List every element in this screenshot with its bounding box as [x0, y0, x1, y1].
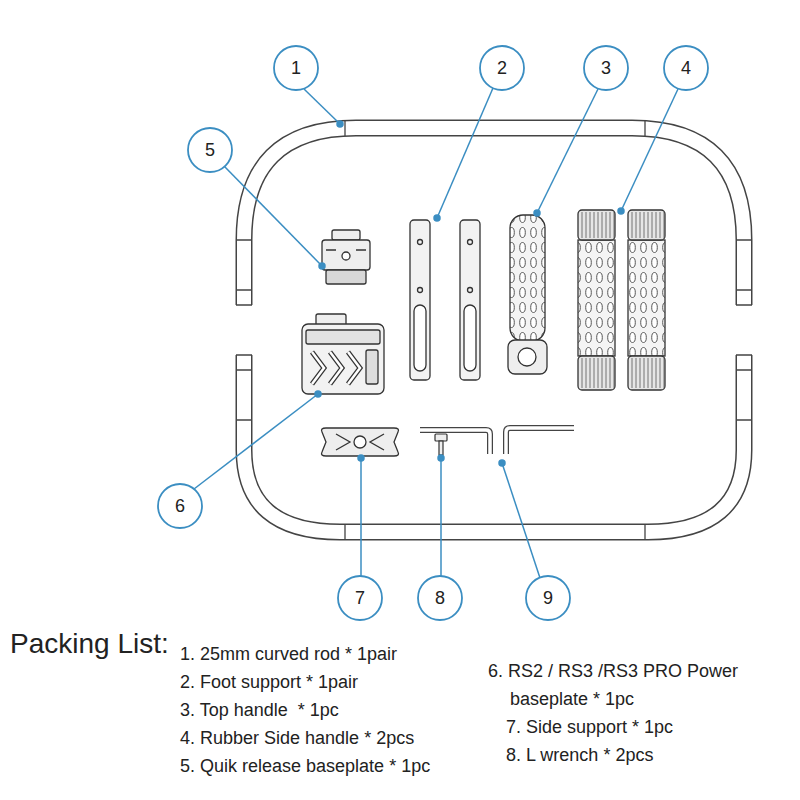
foot-support [410, 220, 480, 380]
callout-number: 6 [175, 496, 185, 517]
callout-number: 9 [543, 588, 553, 609]
top-handle [508, 215, 547, 374]
knurling [594, 212, 595, 238]
knurling [606, 358, 607, 388]
packing-list-item: 2. Foot support * 1pair [180, 668, 358, 696]
knurling [636, 212, 637, 238]
l-wrench [420, 428, 574, 454]
knurling [656, 358, 657, 388]
knurling [590, 358, 591, 388]
knurling [586, 358, 587, 388]
knurling [644, 358, 645, 388]
packing-list-item: 1. 25mm curved rod * 1pair [180, 640, 397, 668]
knurling [582, 212, 583, 238]
packing-list-item: 7. Side support * 1pc [506, 713, 673, 741]
knurling [632, 212, 633, 238]
packing-list-item: 3. Top handle * 1pc [180, 696, 339, 724]
knurling [640, 212, 641, 238]
side-handle [578, 210, 665, 390]
callout-number: 1 [291, 58, 301, 79]
callout-number: 8 [435, 588, 445, 609]
knurling [602, 212, 603, 238]
knurling [636, 358, 637, 388]
knurling [648, 212, 649, 238]
knurling [648, 358, 649, 388]
knurling [640, 358, 641, 388]
callout-number: 5 [205, 140, 215, 161]
knurling [664, 212, 665, 238]
knurling [632, 358, 633, 388]
curved-rod [236, 120, 752, 305]
knurling [614, 358, 615, 388]
knurling [590, 212, 591, 238]
packing-list-item: 4. Rubber Side handle * 2pcs [180, 724, 414, 752]
knurling [586, 212, 587, 238]
packing-list-item: 5. Quik release baseplate * 1pc [180, 752, 430, 780]
power-baseplate [302, 314, 384, 394]
callout-number: 4 [681, 58, 691, 79]
knurling [652, 212, 653, 238]
knurling [660, 358, 661, 388]
knurling [606, 212, 607, 238]
knurling [602, 358, 603, 388]
screw [435, 434, 447, 455]
knurling [660, 212, 661, 238]
knurling [664, 358, 665, 388]
packing-list-item: 6. RS2 / RS3 /RS3 PRO Power baseplate * … [488, 657, 796, 713]
knurling [598, 212, 599, 238]
knurling [644, 212, 645, 238]
side-support [322, 428, 399, 456]
knurling [594, 358, 595, 388]
callout-number: 3 [601, 58, 611, 79]
list-heading: Packing List: [10, 628, 169, 660]
knurling [582, 358, 583, 388]
callout-circle [158, 46, 708, 620]
knurling [652, 358, 653, 388]
callout-number: 2 [497, 58, 507, 79]
knurling [610, 212, 611, 238]
knurling [598, 358, 599, 388]
knurling [610, 358, 611, 388]
knurling [614, 212, 615, 238]
knurling [656, 212, 657, 238]
callout-number: 7 [355, 588, 365, 609]
packing-list-item: 8. L wrench * 2pcs [506, 741, 653, 769]
leader-line [194, 88, 678, 578]
quick-release-baseplate [322, 230, 370, 284]
